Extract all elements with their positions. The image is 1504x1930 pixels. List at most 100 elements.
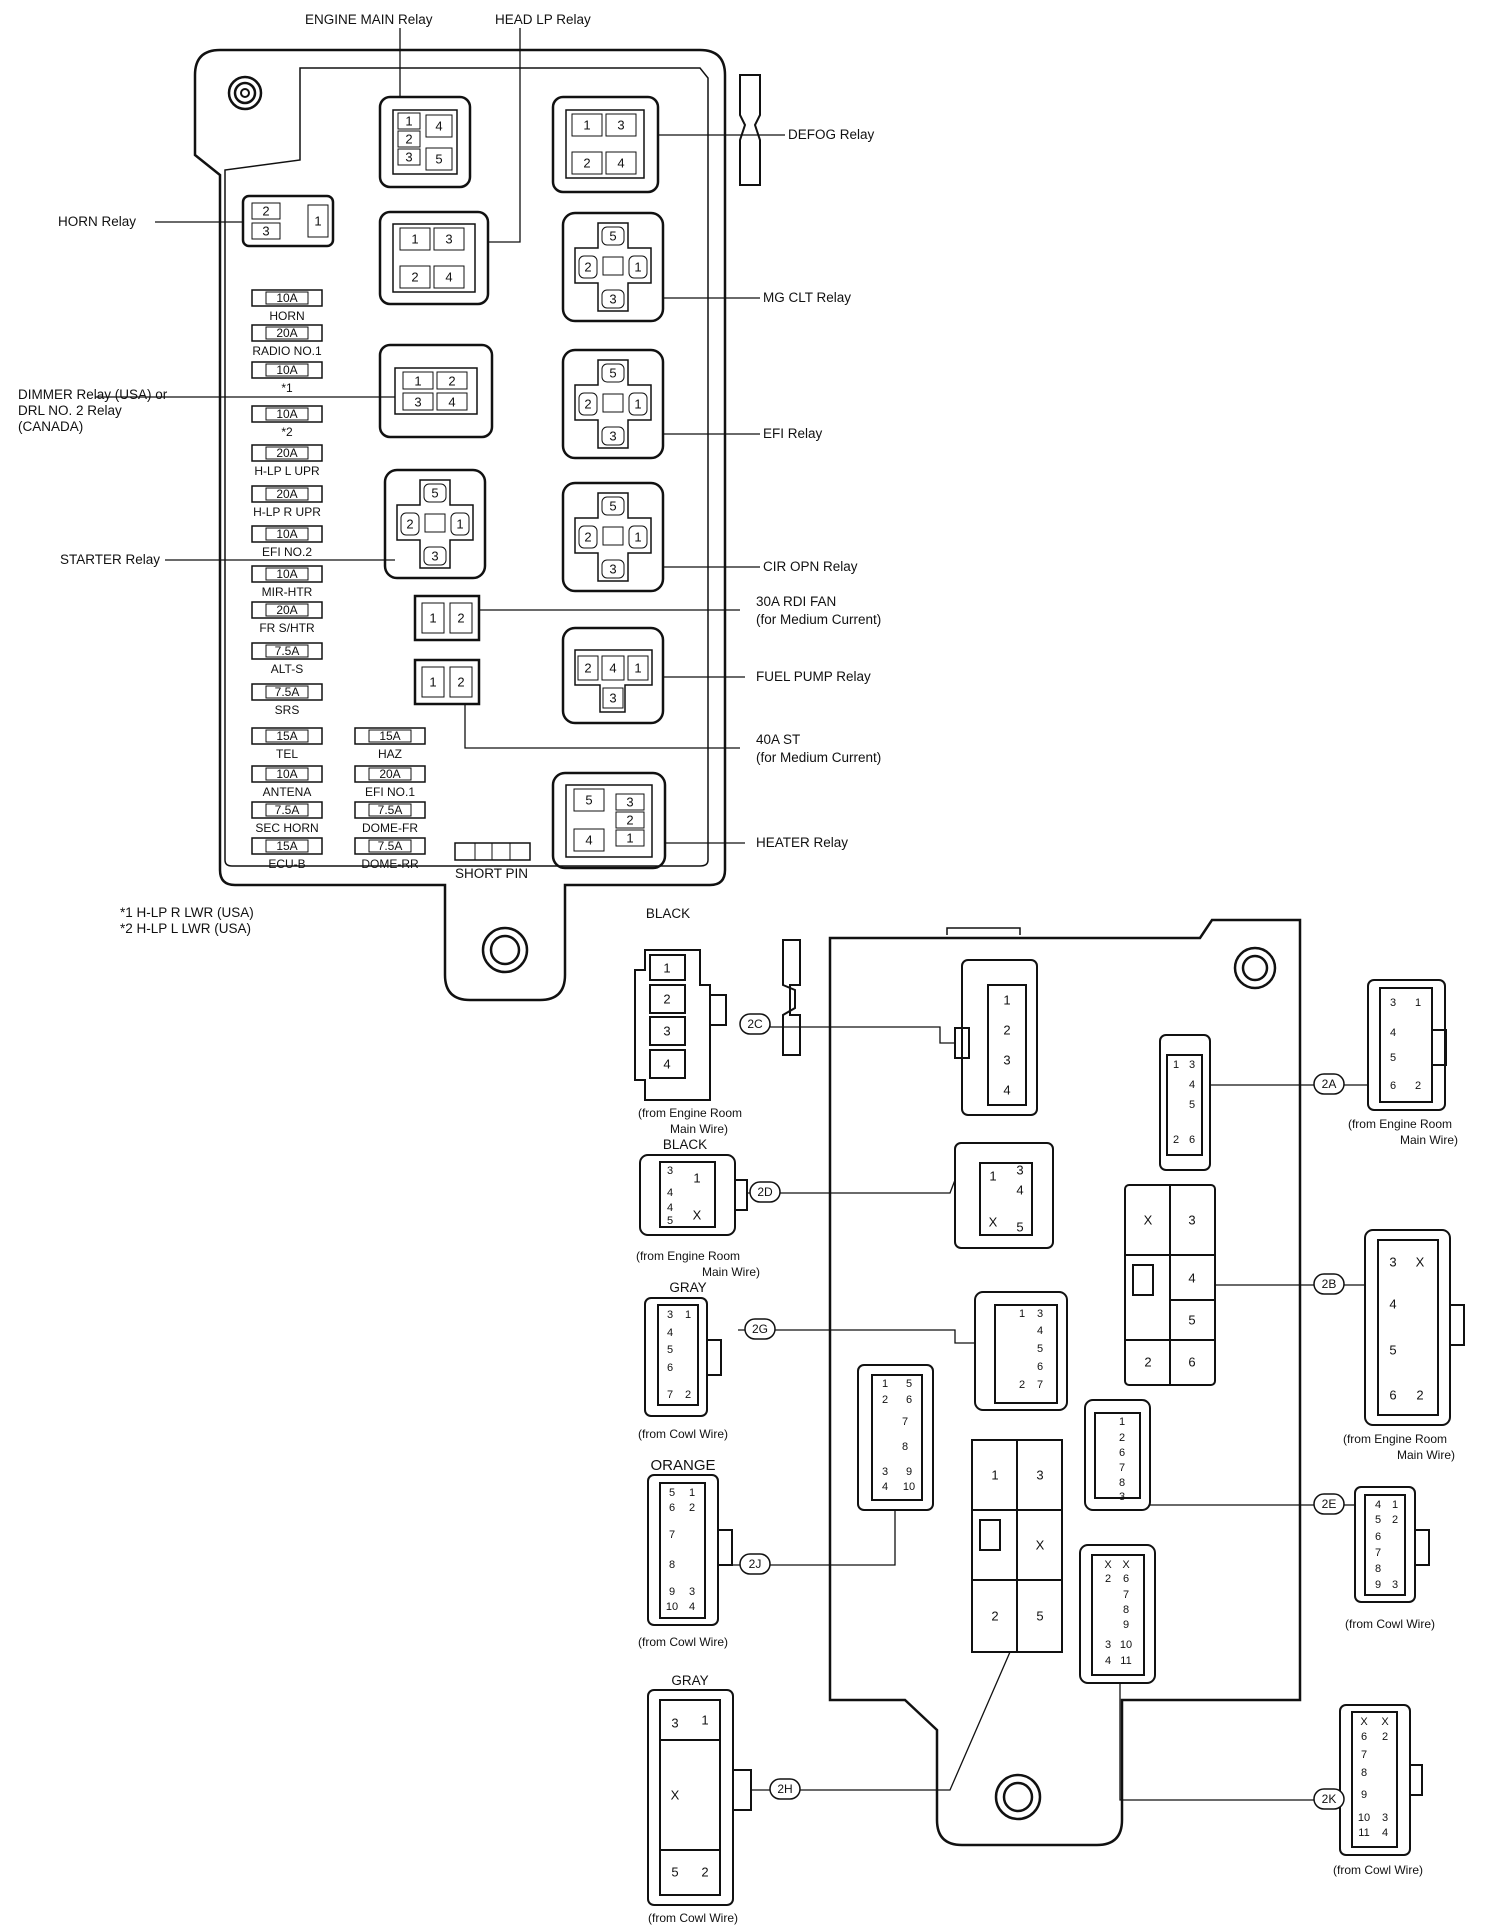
svg-text:4: 4 (1037, 1325, 1043, 1337)
left-fuse-name-14: ECU-B (268, 857, 305, 871)
color-2c: BLACK (646, 906, 690, 921)
source-2c-line1: (from Engine Room (638, 1106, 742, 1120)
svg-text:6: 6 (1361, 1731, 1367, 1743)
svg-text:2G: 2G (752, 1322, 768, 1336)
svg-text:6: 6 (1119, 1447, 1125, 1459)
short-pin: SHORT PIN (454, 842, 531, 881)
svg-text:1: 1 (429, 611, 436, 626)
svg-text:X: X (1144, 1213, 1153, 1228)
top-leader-lines (95, 28, 785, 844)
svg-text:7: 7 (669, 1529, 675, 1541)
svg-text:2: 2 (448, 374, 455, 389)
footnote-2: *2 H-LP L LWR (USA) (120, 921, 251, 936)
svg-text:2: 2 (1416, 1388, 1423, 1403)
svg-text:4: 4 (617, 156, 624, 171)
svg-text:3: 3 (1037, 1308, 1043, 1320)
svg-text:5: 5 (1189, 1099, 1195, 1111)
rdi-fan-label-line2: (for Medium Current) (756, 612, 881, 627)
svg-text:X: X (1360, 1716, 1368, 1728)
svg-text:4: 4 (667, 1187, 673, 1199)
svg-text:3: 3 (882, 1466, 888, 1478)
top-left-mounting-hole-icon (240, 88, 250, 98)
badge-2k: 2K (1313, 1788, 1345, 1810)
svg-text:1: 1 (1173, 1059, 1179, 1071)
right-fuse-1: 20A EFI NO.1 (354, 765, 426, 799)
svg-text:5: 5 (1188, 1313, 1195, 1328)
svg-text:8: 8 (902, 1441, 908, 1453)
efi-relay: 5 2 1 3 (561, 348, 665, 460)
svg-text:3: 3 (1389, 1255, 1396, 1270)
svg-text:2A: 2A (1322, 1077, 1337, 1091)
svg-text:5: 5 (1036, 1609, 1043, 1624)
right-fuse-name-1: EFI NO.1 (365, 785, 415, 799)
left-fuse-name-8: FR S/HTR (259, 621, 315, 635)
svg-text:4: 4 (1016, 1183, 1023, 1198)
right-fuse-amp-2: 7.5A (378, 803, 403, 817)
svg-text:3: 3 (667, 1165, 673, 1177)
svg-text:1: 1 (411, 232, 418, 247)
svg-text:2: 2 (405, 132, 412, 147)
left-fuse-amp-10: 7.5A (275, 685, 300, 699)
left-fuse-name-11: TEL (276, 747, 298, 761)
mg-clt-relay: 5 2 1 3 (561, 211, 665, 323)
svg-text:3: 3 (1105, 1639, 1111, 1651)
svg-text:5: 5 (667, 1215, 673, 1227)
heater-relay: 5 4 3 2 1 (551, 771, 667, 870)
svg-text:2D: 2D (757, 1185, 773, 1199)
svg-text:1: 1 (989, 1169, 996, 1184)
svg-text:4: 4 (1382, 1827, 1388, 1839)
dimmer-relay: 1 2 3 4 (378, 343, 494, 439)
svg-text:7: 7 (667, 1389, 673, 1401)
svg-text:3: 3 (1119, 1491, 1125, 1503)
source-2e: (from Cowl Wire) (1345, 1617, 1435, 1631)
badge-2h: 2H (769, 1778, 801, 1800)
badge-2g: 2G (744, 1318, 776, 1340)
svg-text:5: 5 (609, 499, 616, 514)
external-connector-2j: 5 1 6 2 7 8 9 3 10 4 (647, 1474, 733, 1626)
svg-text:4: 4 (667, 1202, 673, 1214)
svg-text:4: 4 (1389, 1297, 1396, 1312)
svg-text:8: 8 (1375, 1563, 1381, 1575)
svg-text:8: 8 (1123, 1604, 1129, 1616)
starter-relay: 5 2 1 3 (383, 468, 487, 580)
svg-text:5: 5 (609, 366, 616, 381)
svg-text:3: 3 (405, 150, 412, 165)
svg-text:3: 3 (262, 224, 269, 239)
source-2a-line2: Main Wire) (1400, 1133, 1458, 1147)
badge-2a: 2A (1313, 1073, 1345, 1095)
svg-text:X: X (693, 1208, 702, 1223)
svg-text:3: 3 (431, 549, 438, 564)
right-fuse-amp-1: 20A (379, 767, 400, 781)
svg-text:5: 5 (585, 793, 592, 808)
external-connector-2a: 3 1 4 5 6 2 (1367, 979, 1447, 1111)
svg-text:9: 9 (1375, 1579, 1381, 1591)
badge-2j: 2J (739, 1553, 771, 1575)
svg-text:1: 1 (991, 1468, 998, 1483)
svg-text:3: 3 (1036, 1468, 1043, 1483)
svg-text:2: 2 (991, 1609, 998, 1624)
svg-text:3: 3 (1382, 1812, 1388, 1824)
left-fuse-name-10: SRS (275, 703, 300, 717)
left-fuse-name-5: H-LP R UPR (253, 505, 321, 519)
svg-text:1: 1 (414, 374, 421, 389)
dimmer-relay-label-line3: (CANADA) (18, 419, 83, 434)
svg-text:2: 2 (1392, 1514, 1398, 1526)
svg-text:5: 5 (435, 152, 442, 167)
rdi-fan-fuse-holder: 1 2 (413, 594, 481, 642)
bottom-junction-box (782, 918, 1302, 1847)
left-fuse-amp-3: 10A (276, 407, 297, 421)
left-fuse-amp-1: 20A (276, 326, 297, 340)
source-2j: (from Cowl Wire) (638, 1635, 728, 1649)
svg-text:2: 2 (626, 813, 633, 828)
source-2h: (from Cowl Wire) (648, 1911, 738, 1925)
svg-text:2: 2 (1019, 1379, 1025, 1391)
svg-text:2C: 2C (747, 1017, 763, 1031)
svg-text:2: 2 (1105, 1573, 1111, 1585)
svg-text:2: 2 (663, 992, 670, 1007)
svg-text:4: 4 (1003, 1083, 1010, 1098)
svg-text:4: 4 (1390, 1027, 1396, 1039)
badge-2c: 2C (739, 1013, 771, 1035)
svg-text:4: 4 (689, 1601, 695, 1613)
